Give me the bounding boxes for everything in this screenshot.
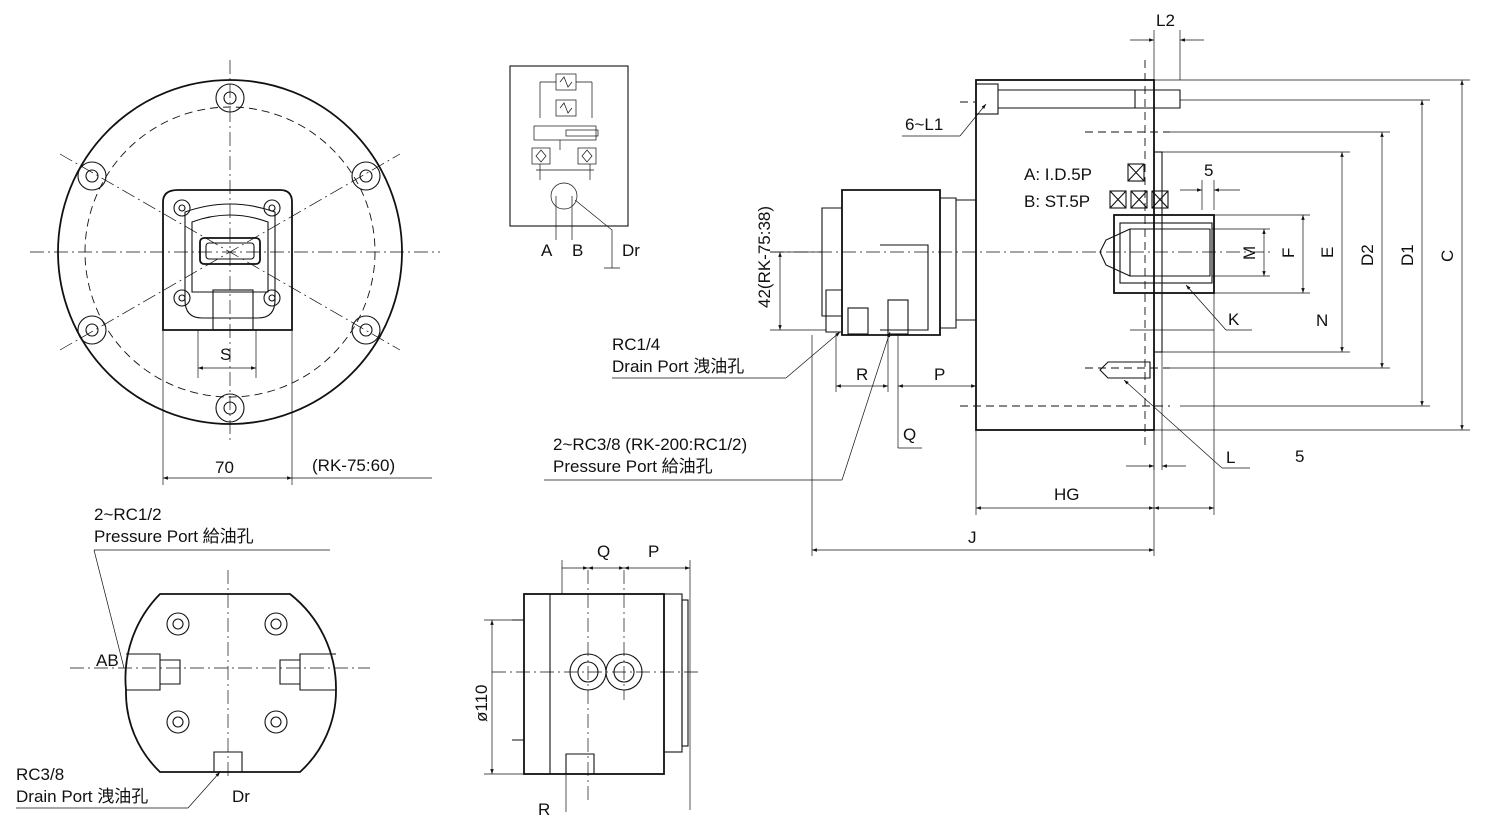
dim-label-k: K: [1228, 310, 1240, 329]
dim-label-m: M: [1240, 246, 1259, 260]
tolerance-b: B: ST.5P: [1024, 192, 1090, 211]
dim-label-q-bottom: Q: [597, 542, 610, 561]
side-view: C D1 D2 E F M L2 6~L1 A: I.D.5P B: ST.5P…: [544, 11, 1470, 556]
dim-label-j: J: [968, 528, 977, 547]
port-rc38: RC3/8: [16, 765, 64, 784]
dim-label-5-bottom: 5: [1295, 447, 1304, 466]
hydraulic-symbol: A B Dr: [509, 65, 640, 269]
dim-note-42-rk75-38: 42(RK-75:38): [755, 206, 774, 308]
dim-label-phi110: ø110: [472, 685, 491, 723]
dim-label-p: P: [934, 365, 945, 384]
port-label-a: A: [541, 241, 553, 260]
dim-label-r-bottom: R: [538, 800, 550, 819]
dim-label-6l1: 6~L1: [905, 115, 943, 134]
port-label-dr: Dr: [622, 241, 640, 260]
port-rc38-2: 2~RC3/8 (RK-200:RC1/2): [553, 435, 747, 454]
dim-label-e: E: [1318, 247, 1337, 258]
dim-label-5-top: 5: [1204, 161, 1213, 180]
dim-label-l2: L2: [1156, 11, 1175, 30]
port-rc12-2: 2~RC1/2: [94, 505, 162, 524]
dim-label-s: S: [220, 345, 231, 364]
dim-label-f: F: [1279, 248, 1298, 258]
dim-label-n: N: [1316, 311, 1328, 330]
bottom-side-view: Q P ø110 R: [472, 542, 700, 819]
rear-view: 2~RC1/2 Pressure Port 給油孔 AB RC3/8 Drain…: [16, 505, 370, 809]
port-label-dr-bottom: Dr: [232, 787, 250, 806]
dim-label-c: C: [1438, 250, 1457, 262]
dim-label-l: L: [1226, 448, 1235, 467]
pressure-port-label-2: Pressure Port 給油孔: [94, 527, 254, 546]
drain-port-label-1: Drain Port 洩油孔: [612, 357, 744, 376]
dim-label-d1: D1: [1398, 244, 1417, 266]
dim-label-r: R: [856, 365, 868, 384]
pressure-port-label-1: Pressure Port 給油孔: [553, 457, 713, 476]
drain-port-label-2: Drain Port 洩油孔: [16, 787, 148, 806]
tolerance-a: A: I.D.5P: [1024, 165, 1092, 184]
port-label-ab: AB: [96, 651, 119, 670]
dim-label-hg: HG: [1054, 485, 1080, 504]
dim-label-p-bottom: P: [648, 542, 659, 561]
port-rc14: RC1/4: [612, 335, 660, 354]
port-label-b: B: [572, 241, 583, 260]
dim-note-rk75-60: (RK-75:60): [312, 456, 395, 475]
dim-label-70: 70: [215, 458, 234, 477]
front-view: S 70 (RK-75:60): [30, 60, 440, 485]
dim-label-d2: D2: [1358, 244, 1377, 266]
dim-label-q: Q: [903, 425, 916, 444]
